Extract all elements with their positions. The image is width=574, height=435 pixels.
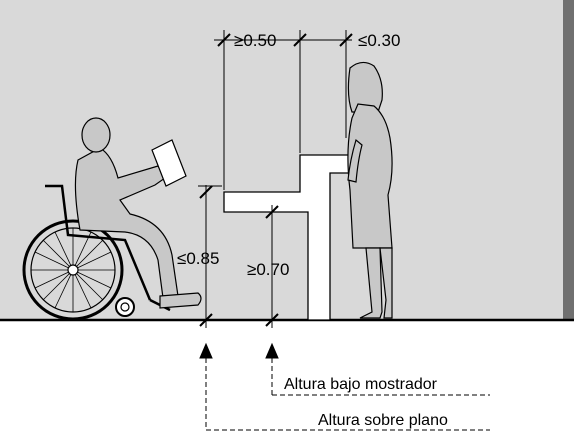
leader-under-counter [265,342,490,396]
dimension-line-085 [198,185,222,328]
note-under-counter: Altura bajo mostrador [284,376,438,393]
dimension-min-070: ≥0.70 [247,260,289,279]
dimension-min-050: ≥0.50 [234,31,276,50]
counter [223,154,354,321]
wheelchair-user-figure [22,117,202,321]
leader-above-floor [199,342,490,431]
dimension-max-030: ≤0.30 [358,31,400,50]
note-above-floor: Altura sobre plano [318,412,448,429]
standing-woman-figure [347,61,393,319]
dimension-max-085: ≤0.85 [177,249,219,268]
right-wall-edge [563,0,574,320]
top-dimensions [214,30,353,190]
dimension-line-070 [265,205,279,328]
